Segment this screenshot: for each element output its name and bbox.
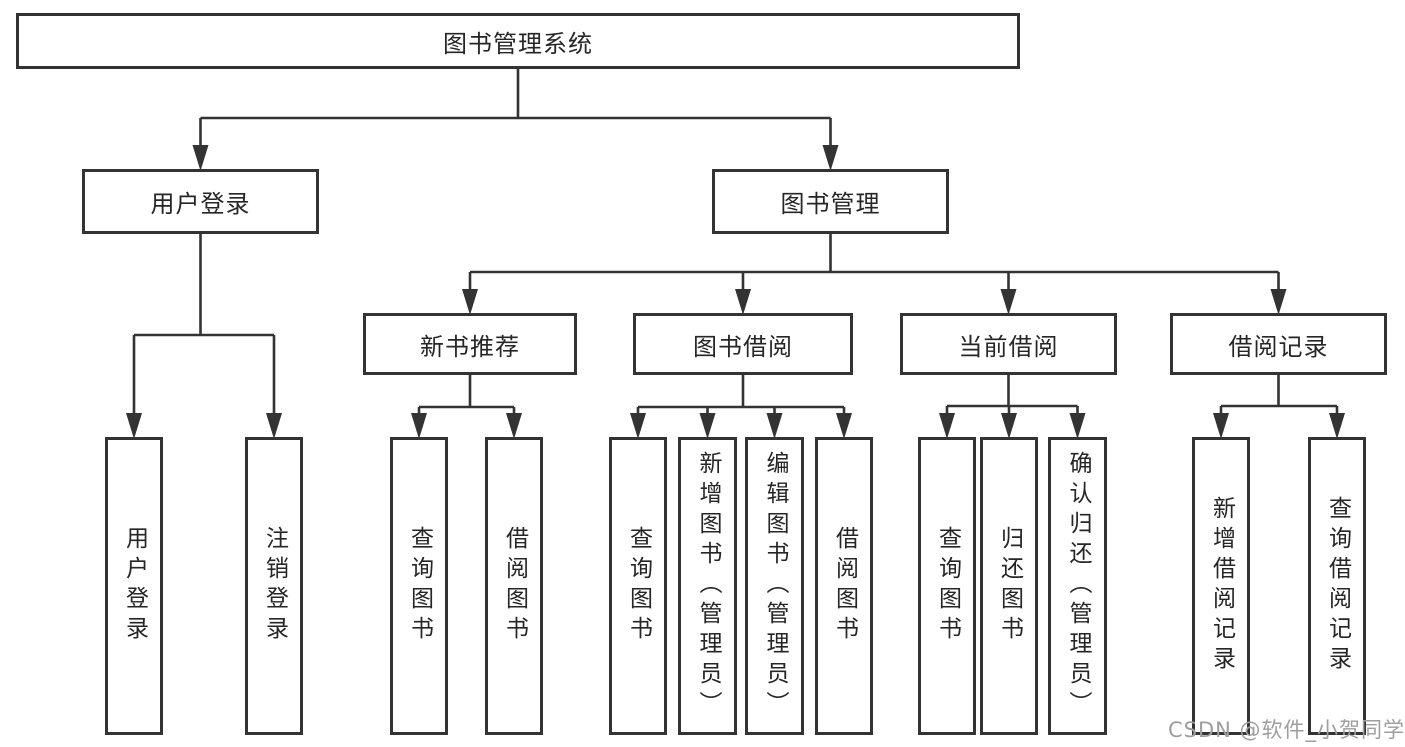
node-c2: 新增图书（管理员） xyxy=(678,437,737,735)
arrow-down-icon xyxy=(411,413,427,439)
node-d3: 确认归还（管理员） xyxy=(1048,437,1107,735)
node-root: 图书管理系统 xyxy=(16,13,1020,69)
node-e2: 查询借阅记录 xyxy=(1308,437,1366,735)
node-d1: 查询图书 xyxy=(918,437,976,735)
node-login: 用户登录 xyxy=(82,169,319,234)
edge-group-current xyxy=(939,374,1086,439)
node-records: 借阅记录 xyxy=(1170,313,1387,375)
edge-group-mgmt xyxy=(462,233,1287,315)
node-b2: 借阅图书 xyxy=(485,437,543,735)
arrow-down-icon xyxy=(822,145,839,171)
arrow-down-icon xyxy=(506,413,522,439)
arrow-down-icon xyxy=(192,145,209,171)
edge-path xyxy=(199,68,832,150)
arrow-down-icon xyxy=(1069,413,1086,439)
edge-path xyxy=(945,374,1079,418)
edge-path xyxy=(132,233,276,418)
arrow-down-icon xyxy=(1270,289,1287,315)
edge-group-login xyxy=(126,233,282,439)
edge-path xyxy=(417,374,516,418)
arrow-down-icon xyxy=(699,413,716,439)
arrow-down-icon xyxy=(939,413,955,439)
edge-group-borrow xyxy=(630,374,852,439)
arrow-down-icon xyxy=(1001,413,1017,439)
arrow-down-icon xyxy=(630,413,646,439)
node-d2: 归还图书 xyxy=(980,437,1038,735)
node-b1: 查询图书 xyxy=(390,437,448,735)
node-c3: 编辑图书（管理员） xyxy=(745,437,804,735)
arrow-down-icon xyxy=(1213,413,1229,439)
edge-path xyxy=(468,233,1280,294)
node-e1: 新增借阅记录 xyxy=(1192,437,1250,735)
node-a1: 用户登录 xyxy=(105,437,163,735)
node-c4: 借阅图书 xyxy=(815,437,873,735)
watermark: CSDN @软件_小贺同学 xyxy=(1168,718,1405,742)
node-borrow: 图书借阅 xyxy=(633,313,853,375)
arrow-down-icon xyxy=(766,413,783,439)
arrow-down-icon xyxy=(836,413,852,439)
arrow-down-icon xyxy=(462,289,478,315)
edge-path xyxy=(1219,374,1339,418)
node-a2: 注销登录 xyxy=(245,437,303,735)
node-c1: 查询图书 xyxy=(609,437,667,735)
arrow-down-icon xyxy=(1329,413,1345,439)
node-rec: 新书推荐 xyxy=(363,313,577,375)
arrow-down-icon xyxy=(126,413,142,439)
node-current: 当前借阅 xyxy=(900,313,1117,375)
edge-group-root xyxy=(192,68,839,171)
edge-group-records xyxy=(1213,374,1345,439)
node-mgmt: 图书管理 xyxy=(712,169,949,234)
arrow-down-icon xyxy=(1000,289,1017,315)
edge-group-rec xyxy=(411,374,522,439)
edge-path xyxy=(636,374,846,418)
arrow-down-icon xyxy=(735,289,751,315)
arrow-down-icon xyxy=(266,413,282,439)
